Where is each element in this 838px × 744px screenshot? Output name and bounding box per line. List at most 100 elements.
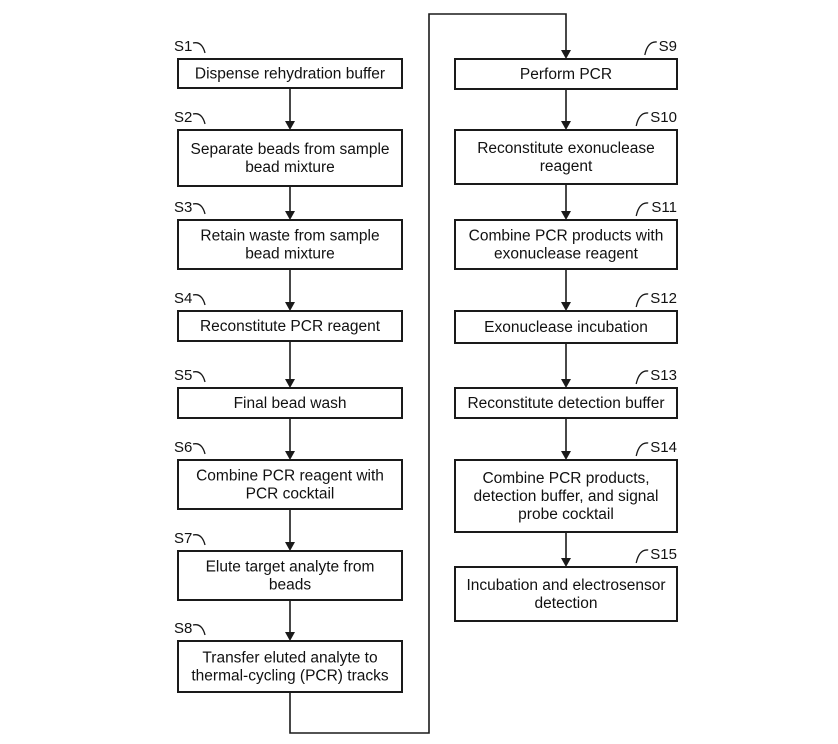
label-leader (635, 293, 649, 308)
step-label: S4 (174, 290, 192, 307)
step-text-line: Combine PCR reagent with (196, 468, 384, 485)
step-text-line: detection (535, 595, 598, 612)
step-text-line: Elute target analyte from (206, 559, 375, 576)
step-text-line: Reconstitute PCR reagent (200, 318, 381, 335)
step-text-line: Combine PCR products, (482, 470, 649, 487)
step-text-line: beads (269, 577, 311, 594)
step-text-line: Incubation and electrosensor (466, 577, 665, 594)
step-label: S2 (174, 109, 192, 126)
step-text-line: bead mixture (245, 159, 335, 176)
arrow-s4-to-s5-arrowhead (285, 379, 295, 388)
step-text-line: Transfer eluted analyte to (202, 650, 377, 667)
label-leader (644, 41, 657, 56)
step-label: S3 (174, 199, 192, 216)
step-label: S14 (650, 439, 677, 456)
step-s9: Perform PCR S9 (454, 38, 678, 90)
step-label: S11 (651, 199, 677, 216)
label-leader (192, 42, 206, 54)
step-label: S12 (650, 290, 677, 307)
step-text-line: Combine PCR products with (469, 228, 664, 245)
label-leader (192, 113, 206, 125)
label-leader (192, 443, 206, 455)
arrow-s9-to-s10-arrowhead (561, 121, 571, 130)
label-leader (192, 534, 206, 546)
step-text-line: Reconstitute detection buffer (467, 395, 664, 412)
arrow-s6-to-s7-arrowhead (285, 542, 295, 551)
arrow-s13-to-s14-arrowhead (561, 451, 571, 460)
label-leader (192, 624, 206, 636)
step-text-line: Retain waste from sample (200, 228, 379, 245)
arrow-s1-to-s2-arrowhead (285, 121, 295, 130)
step-box (177, 550, 403, 601)
step-label: S1 (174, 38, 192, 55)
step-box (454, 387, 678, 419)
step-box (177, 459, 403, 510)
step-box (454, 219, 678, 270)
step-s4: Reconstitute PCR reagent S4 (174, 290, 403, 342)
step-s14: Combine PCR products,detection buffer, a… (454, 439, 678, 533)
label-leader (635, 202, 649, 217)
arrow-s5-to-s6-arrowhead (285, 451, 295, 460)
arrow-s10-to-s11-arrowhead (561, 211, 571, 220)
arrow-s14-to-s15-arrowhead (561, 558, 571, 567)
step-text-line: Exonuclease incubation (484, 319, 648, 336)
label-leader (635, 442, 649, 457)
label-leader (635, 112, 649, 127)
arrow-s12-to-s13-arrowhead (561, 379, 571, 388)
step-label: S10 (650, 109, 677, 126)
step-text-line: thermal-cycling (PCR) tracks (191, 668, 388, 685)
arrow-s3-to-s4-arrowhead (285, 302, 295, 311)
label-leader (635, 370, 649, 385)
step-label: S13 (650, 367, 677, 384)
step-text-line: probe cocktail (518, 506, 614, 523)
step-text-line: PCR cocktail (246, 486, 335, 503)
step-text-line: Final bead wash (234, 395, 347, 412)
label-leader (635, 549, 649, 564)
step-box (454, 566, 678, 622)
step-box (454, 58, 678, 90)
step-box (177, 387, 403, 419)
step-label: S9 (659, 38, 677, 55)
step-label: S15 (650, 546, 677, 563)
step-label: S8 (174, 620, 192, 637)
label-leader (192, 203, 206, 215)
step-box (177, 129, 403, 187)
label-leader (192, 294, 206, 306)
step-box (177, 310, 403, 342)
step-box (177, 58, 403, 89)
connector-s8-to-s9-arrowhead (561, 50, 571, 59)
connector-s8-to-s9 (289, 13, 567, 734)
step-text-line: exonuclease reagent (494, 246, 639, 263)
step-box (177, 219, 403, 270)
arrow-s2-to-s3-arrowhead (285, 211, 295, 220)
step-s8: Transfer eluted analyte tothermal-cyclin… (174, 620, 403, 693)
arrow-s7-to-s8-arrowhead (285, 632, 295, 641)
step-label: S6 (174, 439, 192, 456)
step-text-line: Separate beads from sample (190, 141, 389, 158)
step-text-line: bead mixture (245, 246, 335, 263)
step-box (454, 129, 678, 185)
step-text-line: Dispense rehydration buffer (195, 66, 385, 83)
arrow-s11-to-s12-arrowhead (561, 302, 571, 311)
step-text-line: reagent (540, 158, 593, 175)
step-box (454, 310, 678, 344)
step-text-line: Perform PCR (520, 66, 612, 83)
step-box (177, 640, 403, 693)
connectors (285, 13, 571, 734)
step-label: S7 (174, 530, 192, 547)
step-s13: Reconstitute detection buffer S13 (454, 367, 678, 419)
step-box (454, 459, 678, 533)
step-text-line: detection buffer, and signal (474, 488, 659, 505)
